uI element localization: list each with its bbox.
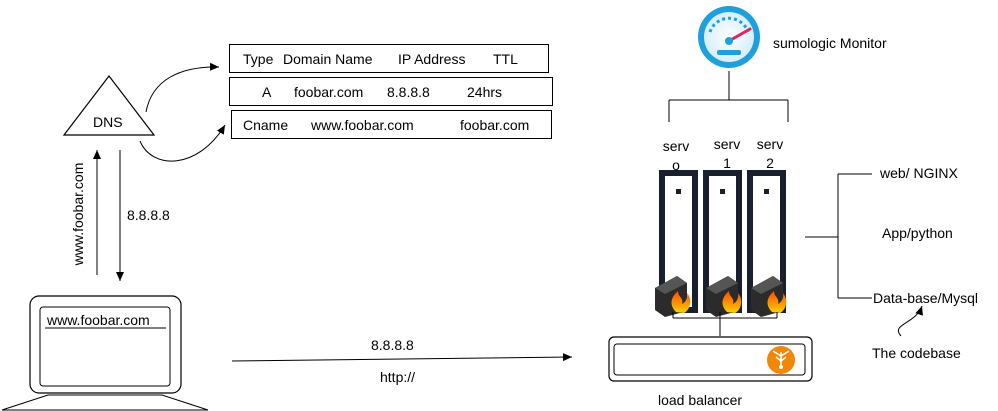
stack-web-label: web/ NGINX: [880, 165, 958, 181]
header-domain: Domain Name: [283, 51, 373, 67]
server-2-line1: serv: [756, 136, 784, 152]
cname-target: foobar.com: [460, 117, 530, 133]
gauge-icon: [698, 6, 760, 68]
load-balancer-icon: [767, 346, 795, 374]
dns-node: [62, 75, 156, 136]
cname-type: Cname: [243, 117, 289, 133]
stack-db-label: Data-base/Mysql: [873, 290, 979, 306]
server-0-line1: serv: [662, 138, 690, 154]
server-2-line2: 2: [766, 155, 774, 171]
server-0-label: serv o: [661, 137, 691, 175]
load-balancer-label: load balancer: [658, 392, 743, 408]
header-type: Type: [243, 51, 274, 67]
client-base: [1, 394, 209, 411]
a-type: A: [262, 84, 272, 100]
load-balancer-inner: [613, 343, 806, 376]
header-ip: IP Address: [398, 51, 466, 67]
stack-app-label: App/python: [882, 225, 953, 241]
monitor-label: sumologic Monitor: [773, 35, 887, 51]
dns-cname-row: Cname www.foobar.com foobar.com: [231, 110, 552, 139]
query-label: www.foobar.com: [70, 162, 86, 266]
codebase-arrow: [897, 305, 923, 337]
server-2-label: serv 2: [755, 135, 785, 173]
server-1-label: serv 1: [712, 135, 742, 173]
firewall-1-icon: [706, 276, 742, 317]
codebase-label: The codebase: [872, 345, 961, 361]
dns-label: DNS: [93, 114, 123, 130]
firewall-2-icon: [751, 276, 787, 317]
server-0-line2: o: [672, 157, 680, 173]
protocol-label: http://: [380, 369, 416, 385]
a-ttl: 24hrs: [467, 84, 503, 100]
firewall-0-icon: [655, 276, 691, 317]
dns-a-row: A foobar.com 8.8.8.8 24hrs: [229, 77, 553, 106]
http-arrow: [231, 353, 573, 362]
dns-to-cname-arrow: [139, 124, 226, 162]
dns-header-row: Type Domain Name IP Address TTL: [229, 44, 549, 73]
header-ttl: TTL: [493, 51, 518, 67]
server-1-line1: serv: [713, 136, 741, 152]
cname-domain: www.foobar.com: [311, 117, 414, 133]
response-label: 8.8.8.8: [127, 207, 170, 223]
server-1-line2: 1: [723, 155, 731, 171]
client-screen: [39, 306, 171, 387]
a-domain: foobar.com: [294, 84, 364, 100]
dns-to-header-arrow: [145, 62, 220, 113]
a-ip: 8.8.8.8: [387, 84, 430, 100]
connection-ip-label: 8.8.8.8: [371, 337, 414, 353]
browser-url: www.foobar.com: [47, 312, 150, 328]
